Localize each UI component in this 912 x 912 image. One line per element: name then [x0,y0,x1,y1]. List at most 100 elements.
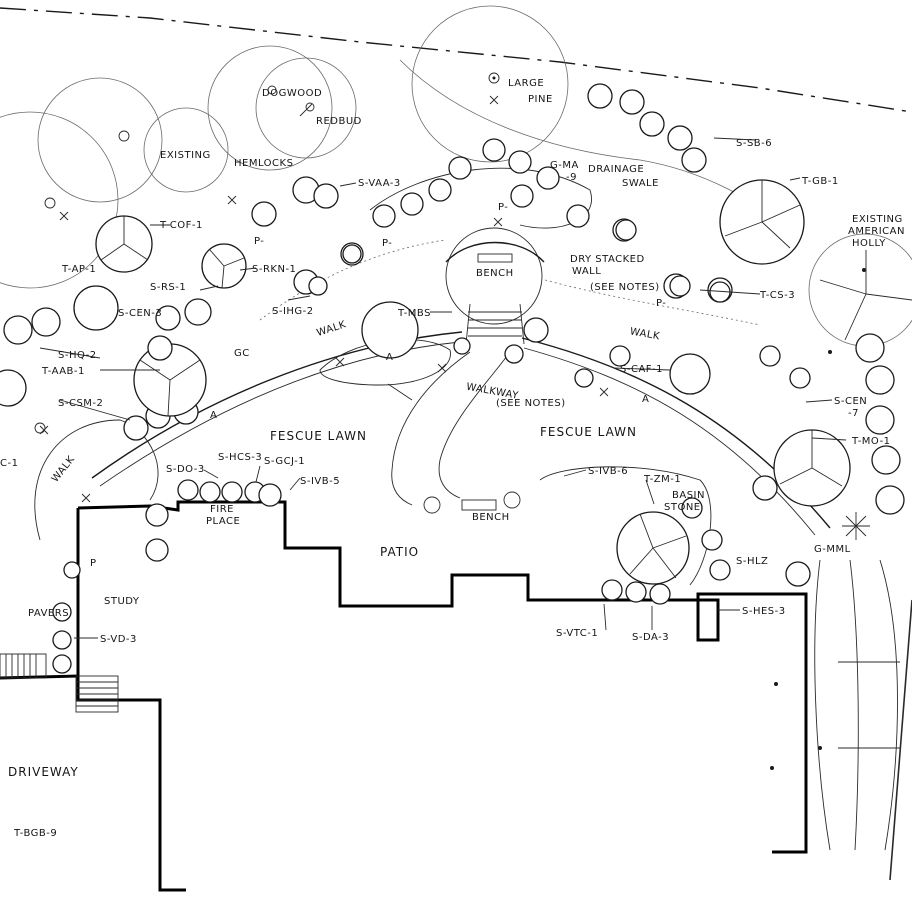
label-drainage-2: SWALE [622,178,659,189]
tag-s-caf-1: S-CAF-1 [620,364,663,375]
label-drywall-3: (SEE NOTES) [590,282,660,293]
tag-s-hq-2: S-HQ-2 [58,350,97,361]
tag-t-ap-1: T-AP-1 [61,264,96,275]
label-hemlocks: HEMLOCKS [234,158,293,169]
tree-cs-stars [308,219,731,303]
tag-s-gcj-1: S-GCJ-1 [264,456,305,467]
tag-t-mo-1: T-MO-1 [851,436,891,447]
label-large-pine-2: PINE [528,94,553,105]
tree-centers [34,72,500,434]
steps-to-bench [465,303,525,345]
tag-s-cen: S-CEN [834,396,867,407]
tag-s-vd-3: S-VD-3 [100,634,137,645]
tree-holly [819,250,912,341]
tag-t-cs-3: T-CS-3 [759,290,795,301]
label-a2: A [210,410,217,421]
tree-aab [133,335,207,417]
tag-s-hcs-3: S-HCS-3 [218,452,262,463]
tag-s-do-3: S-DO-3 [166,464,205,475]
tag-s-rs-1: S-RS-1 [150,282,186,293]
label-walk-right: WALK [629,326,661,342]
x-marks [39,95,609,503]
bench-top [477,253,513,263]
label-drywall-2: WALL [572,266,601,277]
label-holly-3: HOLLY [852,238,886,249]
tree-gb [719,179,805,265]
label-driveway: DRIVEWAY [8,765,79,779]
tag-t-cof-1: T-COF-1 [159,220,203,231]
tag-s-vtc-1: S-VTC-1 [556,628,598,639]
label-lawn-right: FESCUE LAWN [540,425,637,439]
tag-s-ivb-6: S-IVB-6 [588,466,628,477]
walkway-curve [391,351,471,506]
label-bench-patio: BENCH [472,512,510,523]
label-walk-mid: WALK [315,319,347,339]
label-basin-2: STONE [664,502,701,513]
leader-lines [39,103,847,639]
side-yard [814,559,912,881]
tag-s-cen-7: -7 [848,408,859,419]
tag-s-ihg-2: S-IHG-2 [272,306,314,317]
bench-platform [445,227,543,325]
house-wall [77,500,808,854]
bed-outline-right [539,466,712,586]
label-a3: A [642,394,649,405]
front-steps [0,653,119,713]
walkway-curve-2 [438,351,511,499]
tag-s-csm-2: S-CSM-2 [58,398,103,409]
tag-g-ma: G-MA [550,160,579,171]
tag-t-bgb-9: T-BGB-9 [13,828,57,839]
bench-patio-shape [461,499,497,511]
label-fireplace-1: FIRE [210,504,234,515]
label-holly-1: EXISTING [852,214,903,225]
tree-mbs [361,301,419,359]
tree-mo [773,429,851,507]
tag-g-ma-9: -9 [566,172,577,183]
tag-s-hes-3: S-HES-3 [742,606,786,617]
walk-curve-inner-right [523,347,816,536]
label-redbud: REDBUD [316,116,362,127]
label-bench-top: BENCH [476,268,514,279]
plant-dots [492,76,866,770]
label-patio: PATIO [380,545,419,559]
bench-arc [445,241,545,263]
tree-caf [669,353,711,395]
tree-zm [616,511,690,585]
bed-outline-upper [369,167,592,229]
starburst [842,512,870,540]
label-a1: A [386,352,393,363]
property-line [0,7,912,113]
tag-s-rkn-1: S-RKN-1 [252,264,296,275]
tag-p-4: P- [498,202,508,213]
tag-s-vaa-3: S-VAA-3 [358,178,401,189]
label-existing: EXISTING [160,150,211,161]
tag-p-1: P [90,558,97,569]
label-walk-left: WALK [50,454,77,485]
label-walkway-2: (SEE NOTES) [496,398,566,409]
tag-p-3: P- [382,238,392,249]
label-pavers: PAVERS [28,608,69,619]
label-large-pine-1: LARGE [508,78,544,89]
walk-upper [259,239,446,321]
label-holly-2: AMERICAN [848,226,905,237]
tag-t-aab-1: T-AAB-1 [41,366,85,377]
label-lawn-left: FESCUE LAWN [270,429,367,443]
tag-p-2: P- [254,236,264,247]
bed-outline-left [34,419,159,541]
tag-t-zm-1: T-ZM-1 [643,474,681,485]
tree-rkn [201,243,247,289]
tag-s-sb-6: S-SB-6 [736,138,772,149]
label-drainage-1: DRAINAGE [588,164,644,175]
house-wall-lower [0,674,186,892]
tag-t-gb-1: T-GB-1 [801,176,839,187]
label-gc: GC [234,348,250,359]
tag-s-cen-3: S-CEN-3 [118,308,162,319]
tag-g-mml: G-MML [814,544,851,555]
tag-s-ivb-5: S-IVB-5 [300,476,340,487]
tag-s-hlz: S-HLZ [736,556,768,567]
tag-t-mbs: T-MBS [397,308,431,319]
label-drywall-1: DRY STACKED [570,254,645,265]
label-basin-1: BASIN [672,490,705,501]
label-study: STUDY [104,596,140,607]
